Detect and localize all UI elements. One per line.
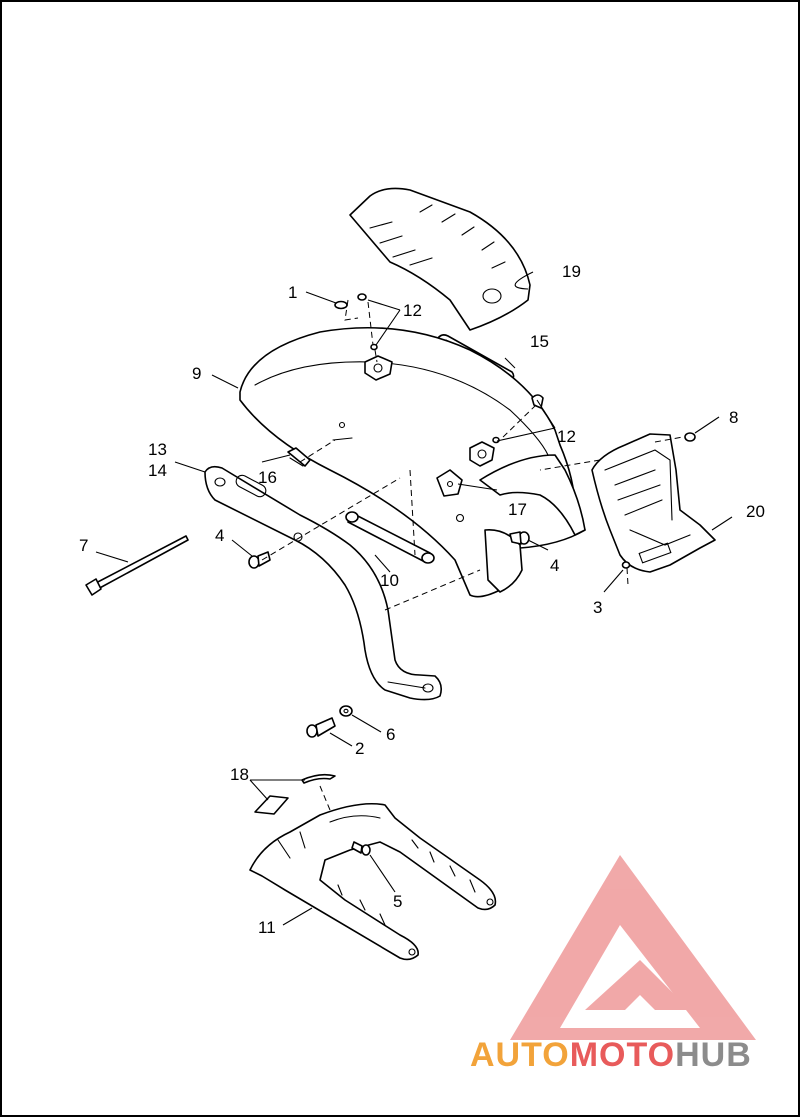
callout-labels: 1 12 19 15 9 8 12 13 14 16 17 20 7 4 4 1… — [79, 262, 765, 937]
part-13-14-fender-strut — [204, 465, 442, 701]
part-1-fastener — [334, 300, 348, 310]
part-17-wire-guide — [436, 469, 463, 497]
part-10-spacer-rod — [345, 511, 435, 564]
watermark-triangle-icon — [510, 855, 756, 1040]
part-6-washer — [339, 705, 353, 717]
part-3-screw — [621, 561, 631, 569]
callout-9: 9 — [192, 364, 201, 383]
callout-13: 13 — [148, 440, 167, 459]
part-20-license-bracket — [591, 433, 716, 573]
watermark-inner-mark-icon — [585, 960, 690, 1010]
watermark-hub: HUB — [675, 1036, 752, 1074]
callout-17: 17 — [508, 500, 527, 519]
part-2-bolt — [306, 717, 336, 738]
part-16-clip — [287, 447, 311, 467]
leader-lines — [95, 271, 733, 926]
callout-5: 5 — [393, 892, 402, 911]
part-18-pads — [254, 773, 336, 815]
callout-6: 6 — [386, 725, 395, 744]
callout-18: 18 — [230, 765, 249, 784]
part-12-clip-nut-upper — [357, 293, 393, 381]
callout-10: 10 — [380, 571, 399, 590]
callout-14: 14 — [148, 461, 167, 480]
watermark-moto: MOTO — [570, 1036, 675, 1074]
callout-3: 3 — [593, 598, 602, 617]
part-5-screw — [351, 841, 371, 856]
callout-12-right: 12 — [557, 427, 576, 446]
callout-12-upper: 12 — [403, 301, 422, 320]
callout-1: 1 — [288, 283, 297, 302]
callout-16: 16 — [258, 468, 277, 487]
part-9-rear-fender — [239, 326, 586, 598]
part-7-cable-strap — [85, 535, 189, 596]
watermark-text: AUTOMOTOHUB — [470, 1036, 752, 1074]
watermark-auto: AUTO — [470, 1036, 570, 1074]
part-4-screw-left — [248, 551, 271, 569]
part-19-fender-pad — [349, 187, 531, 331]
callout-20: 20 — [746, 502, 765, 521]
callout-7: 7 — [79, 536, 88, 555]
callout-11: 11 — [258, 918, 276, 937]
callout-4-left: 4 — [215, 526, 224, 545]
part-8-plug — [684, 432, 696, 442]
callout-8: 8 — [729, 408, 738, 427]
assembly-lines — [261, 299, 684, 811]
part-11-support-bracket — [249, 802, 497, 961]
callout-2: 2 — [355, 739, 364, 758]
watermark-logo — [510, 855, 756, 1040]
callout-15: 15 — [530, 332, 549, 351]
callout-19: 19 — [562, 262, 581, 281]
callout-4-right: 4 — [550, 556, 559, 575]
part-4-screw-right — [509, 531, 530, 545]
